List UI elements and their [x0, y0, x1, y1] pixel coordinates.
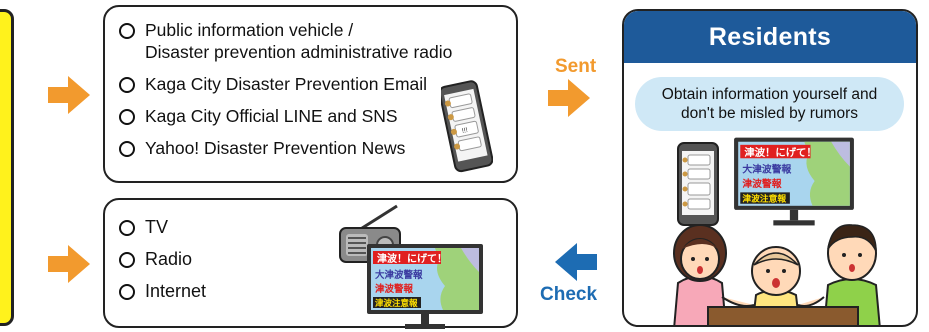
circle-bullet-icon — [119, 109, 135, 125]
list-item: Kaga City Official LINE and SNS — [119, 105, 452, 127]
tv-text-line3: 津波警報 — [742, 177, 781, 190]
item-text-line2: Disaster prevention administrative radio — [145, 42, 453, 62]
phone-screen-text: !!! — [461, 127, 468, 135]
item-text: TV — [145, 217, 169, 237]
source-box — [0, 9, 14, 326]
sent-label: Sent — [555, 56, 597, 77]
circle-bullet-icon — [119, 220, 135, 236]
residents-family-illustration — [673, 224, 881, 325]
item-text: Yahoo! Disaster Prevention News — [145, 138, 406, 158]
advice-line2: don't be misled by rumors — [681, 105, 858, 122]
item-text: Radio — [145, 249, 193, 269]
tv-text-line1: 津波！にげて！ — [744, 146, 816, 159]
check-label: Check — [540, 284, 598, 305]
tv-icon: 津波！にげて！ 大津波警報 津波警報 津波注意報 — [367, 244, 483, 329]
item-text: Kaga City Disaster Prevention Email — [145, 74, 428, 94]
smartphone-icon — [677, 142, 719, 226]
list-item: TV — [119, 216, 206, 238]
list-item: Yahoo! Disaster Prevention News — [119, 137, 452, 159]
item-text: Public information vehicle / — [145, 20, 354, 40]
list-item: Kaga City Disaster Prevention Email — [119, 73, 452, 95]
push-channels-list: Public information vehicle / Disaster pr… — [119, 19, 452, 169]
residents-panel: Residents Obtain information yourself an… — [622, 9, 918, 327]
circle-bullet-icon — [119, 252, 135, 268]
tv-text-line3: 津波警報 — [375, 283, 414, 295]
push-channels-panel: Public information vehicle / Disaster pr… — [103, 5, 518, 183]
tv-text-line2: 大津波警報 — [375, 269, 423, 281]
list-item: Radio — [119, 248, 206, 270]
arrow-right-icon — [48, 245, 90, 283]
residents-title: Residents — [624, 11, 916, 63]
arrow-right-icon — [48, 76, 90, 114]
arrow-left-icon — [555, 243, 597, 281]
advice-line1: Obtain information yourself and — [661, 86, 878, 103]
residents-body: Obtain information yourself and don't be… — [624, 63, 916, 325]
circle-bullet-icon — [119, 23, 135, 39]
circle-bullet-icon — [119, 141, 135, 157]
circle-bullet-icon — [119, 284, 135, 300]
circle-bullet-icon — [119, 77, 135, 93]
tv-text-line4: 津波注意報 — [742, 193, 786, 205]
advice-bubble: Obtain information yourself and don't be… — [635, 77, 904, 131]
tv-icon: 津波！にげて！ 大津波警報 津波警報 津波注意報 — [734, 137, 854, 226]
list-item: Internet — [119, 280, 206, 302]
list-item: Public information vehicle / Disaster pr… — [119, 19, 452, 63]
self-check-channels-panel: TV Radio Internet 津波！にげて！ 大津波警報 津波警報 津波注… — [103, 198, 518, 329]
smartphone-icon: !!! — [441, 80, 493, 173]
arrow-right-icon — [548, 79, 590, 117]
item-text: Internet — [145, 281, 207, 301]
tv-text-line1: 津波！にげて！ — [377, 252, 447, 265]
self-check-list: TV Radio Internet — [119, 216, 206, 312]
tv-text-line4: 津波注意報 — [375, 298, 418, 309]
item-text: Kaga City Official LINE and SNS — [145, 106, 398, 126]
tv-text-line2: 大津波警報 — [742, 163, 791, 176]
